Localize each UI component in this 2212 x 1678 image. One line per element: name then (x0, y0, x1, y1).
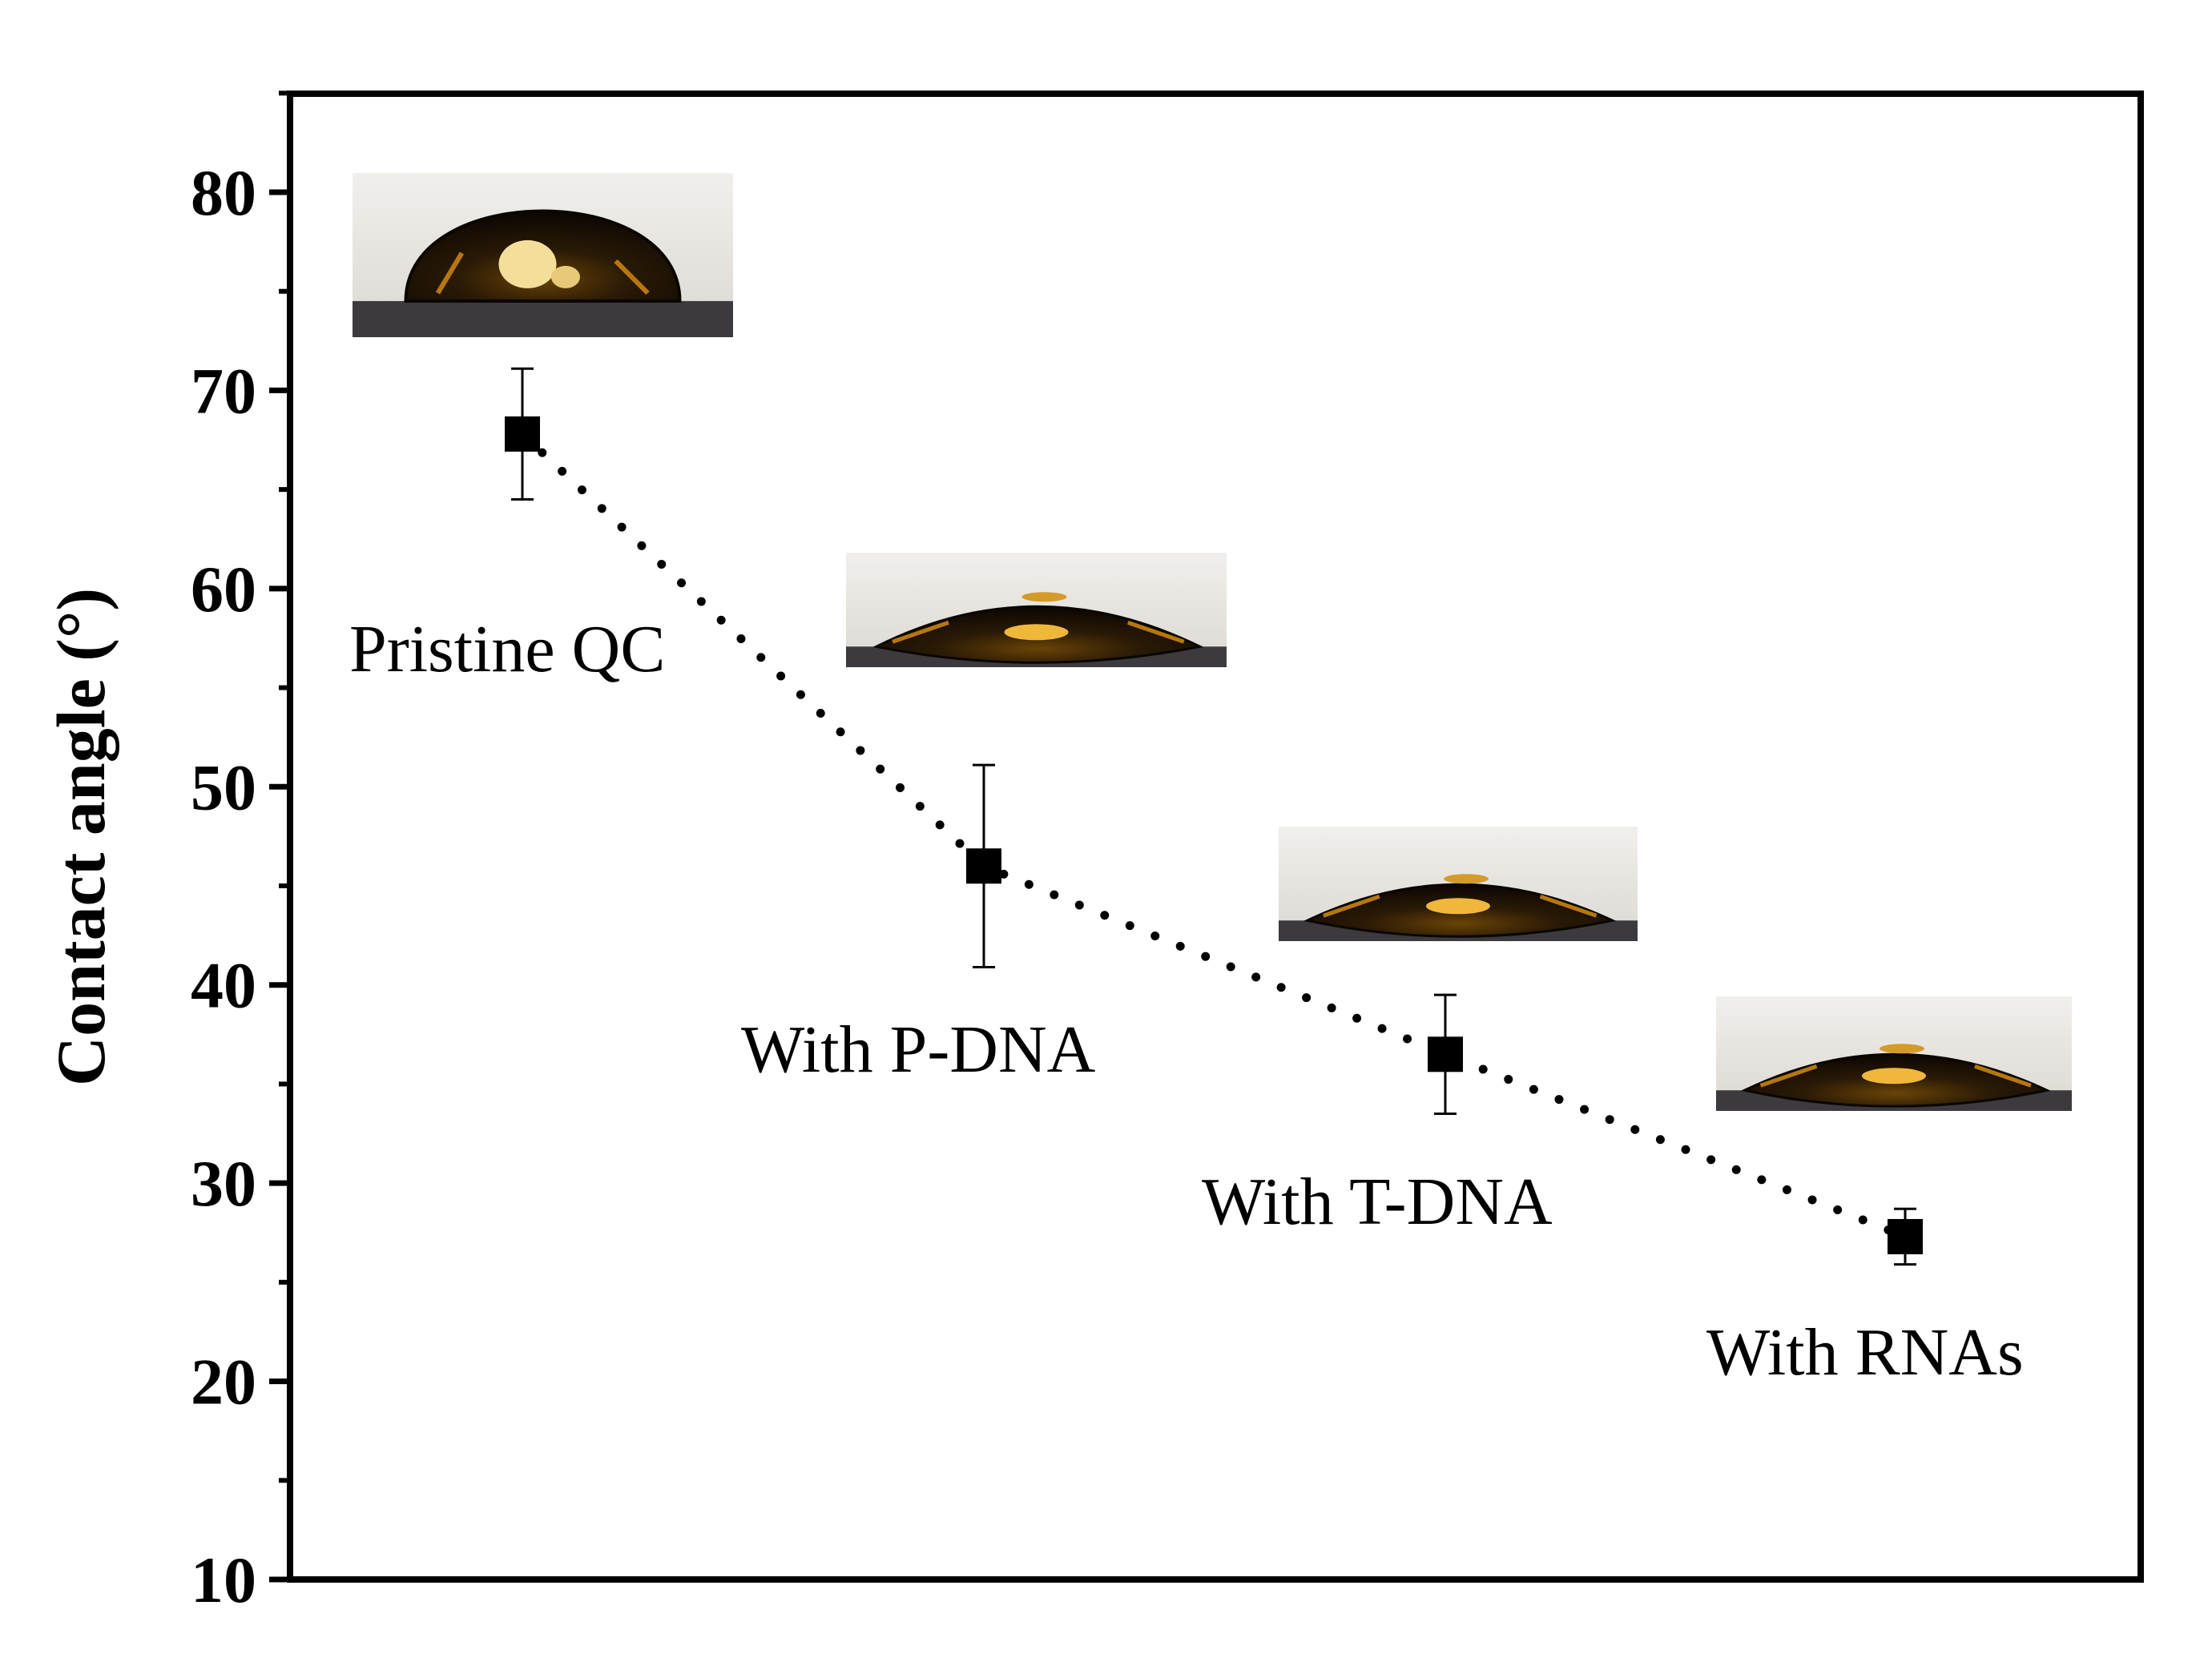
droplet-photos (353, 173, 2072, 1111)
y-tick-label-70: 70 (191, 354, 256, 427)
point-label-2: With P-DNA (741, 1012, 1096, 1087)
y-tick-label-80: 80 (191, 156, 256, 229)
y-axis-ticks: 10 20 30 40 50 60 70 80 (191, 91, 290, 1616)
y-tick-label-20: 20 (191, 1346, 256, 1418)
point-label-3: With T-DNA (1202, 1165, 1553, 1239)
point-labels: Pristine QC With P-DNA With T-DNA With RNAs (349, 612, 2024, 1390)
droplet-photo-pristine (353, 173, 733, 337)
point-label-1: Pristine QC (349, 612, 665, 686)
y-tick-label-10: 10 (191, 1543, 256, 1616)
data-point-4 (1888, 1218, 1923, 1254)
error-bars (511, 367, 1916, 1266)
plot-frame (287, 91, 2144, 1583)
y-tick-label-50: 50 (191, 750, 256, 823)
point-label-4: With RNAs (1706, 1315, 2024, 1390)
y-axis-title: Contact angle (°) (42, 588, 119, 1086)
droplet-photo-rnas (1716, 996, 2072, 1111)
droplet-photo-p-dna (846, 553, 1227, 667)
data-point-2 (966, 848, 1001, 884)
y-tick-label-40: 40 (191, 949, 256, 1022)
y-tick-label-60: 60 (191, 553, 256, 626)
y-tick-label-30: 30 (191, 1147, 256, 1220)
data-point-3 (1428, 1036, 1463, 1072)
data-markers (505, 416, 1923, 1254)
droplet-photo-t-dna (1279, 827, 1638, 941)
data-point-1 (505, 416, 540, 452)
